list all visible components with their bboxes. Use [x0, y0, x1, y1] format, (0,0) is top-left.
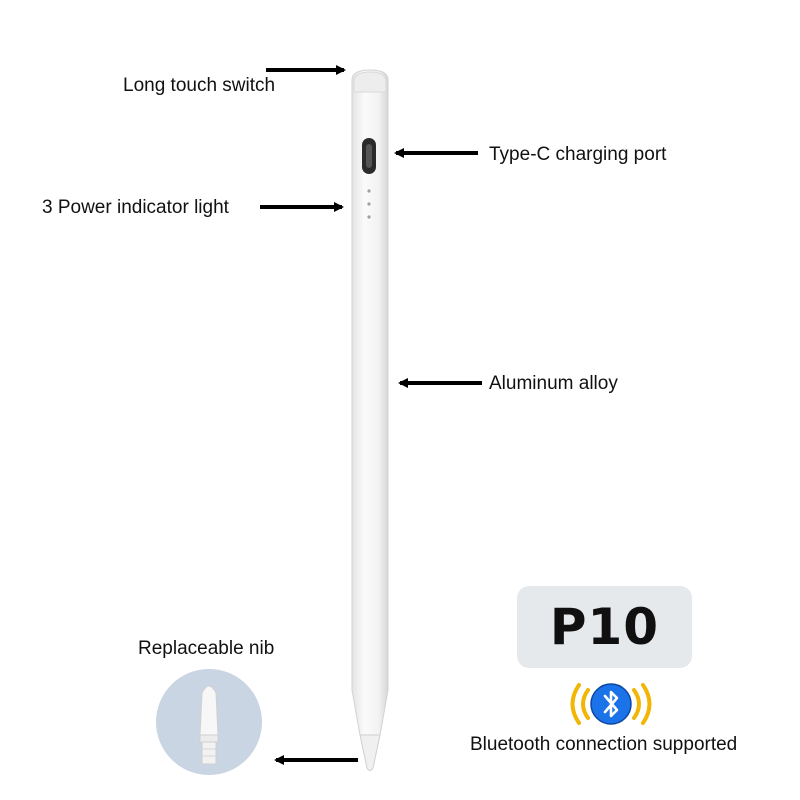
- pen-tip: [359, 734, 381, 771]
- indicator-light-2: [367, 202, 371, 206]
- stylus-pen: [351, 69, 389, 771]
- label-aluminum-alloy: Aluminum alloy: [489, 373, 618, 394]
- indicator-light-1: [367, 189, 371, 193]
- label-long-touch-switch: Long touch switch: [123, 75, 276, 96]
- indicator-light-3: [367, 215, 371, 219]
- nib-icon: [199, 685, 219, 765]
- pen-barrel: [351, 69, 389, 736]
- pen-cap: [353, 71, 387, 93]
- label-bluetooth: Bluetooth connection supported: [470, 734, 738, 755]
- signal-waves-icon: [570, 683, 652, 725]
- label-replaceable-nib: Replaceable nib: [138, 638, 275, 659]
- bluetooth-icon: [590, 683, 632, 725]
- nib-preview-circle: [156, 669, 262, 775]
- label-power-indicator: 3 Power indicator light: [42, 197, 229, 218]
- usb-c-port-inner: [366, 144, 372, 168]
- bluetooth-badge: [566, 680, 656, 728]
- label-type-c-port: Type-C charging port: [489, 144, 667, 165]
- model-badge: P10: [517, 586, 692, 668]
- model-name: P10: [549, 598, 660, 656]
